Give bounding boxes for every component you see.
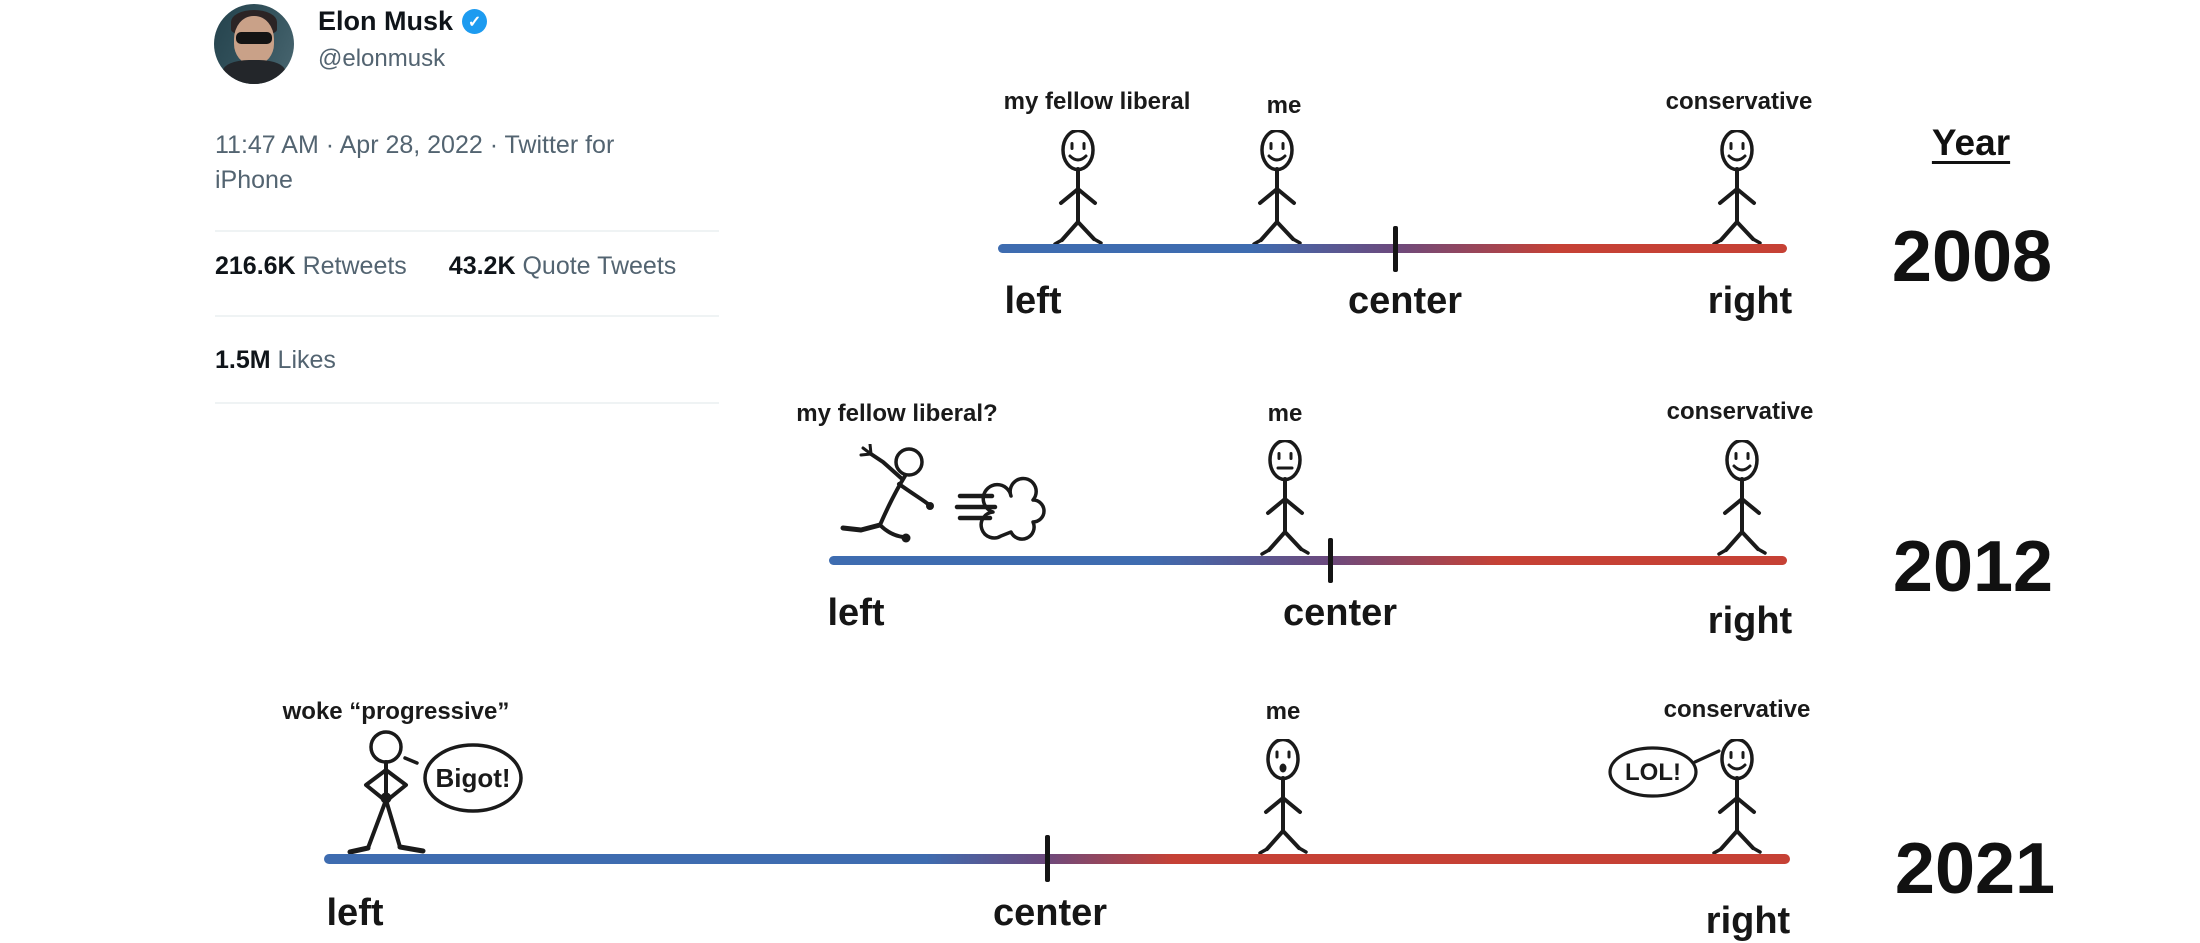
divider xyxy=(215,315,719,317)
year-2021: 2021 xyxy=(1894,829,2056,909)
left-label-2012: left xyxy=(827,592,885,634)
caption-me-2008: me xyxy=(1266,92,1302,119)
stick-figure-running-liberal-2012 xyxy=(840,444,1046,543)
right-label-2008: right xyxy=(1707,280,1793,322)
svg-text:Bigot!: Bigot! xyxy=(435,763,510,793)
divider xyxy=(215,402,719,404)
stick-figure-me-2008 xyxy=(1252,130,1302,246)
avatar[interactable] xyxy=(214,4,294,84)
author-name[interactable]: Elon Musk xyxy=(318,6,488,37)
caption-me-2021: me xyxy=(1265,698,1301,725)
caption-me-2012: me xyxy=(1267,400,1303,427)
stick-figure-me-2012 xyxy=(1260,440,1310,556)
likes-stats: 1.5M Likes xyxy=(215,346,336,375)
tweet-panel: Elon Musk @elonmusk 11:47 AM · Apr 28, 2… xyxy=(214,0,720,420)
caption-fellow-liberal-2012: my fellow liberal? xyxy=(796,400,998,427)
center-label-2012: center xyxy=(1282,592,1398,634)
left-label-2021: left xyxy=(326,892,384,934)
speech-bubble-lol: LOL! xyxy=(1608,746,1721,798)
stick-figure-me-2021 xyxy=(1258,739,1308,855)
caption-conservative-2012: conservative xyxy=(1666,398,1814,425)
verified-badge-icon xyxy=(461,8,488,35)
caption-conservative-2021: conservative xyxy=(1663,696,1811,723)
tweet-timestamp: 11:47 AM · Apr 28, 2022 · Twitter for iP… xyxy=(215,131,615,194)
year-2012: 2012 xyxy=(1892,527,2054,607)
spectrum-line-2012 xyxy=(829,556,1787,565)
divider xyxy=(215,230,719,232)
speech-bubble-bigot: Bigot! xyxy=(423,743,523,813)
quote-tweets-link[interactable]: 43.2K Quote Tweets xyxy=(448,252,677,280)
caption-conservative-2008: conservative xyxy=(1665,88,1813,115)
sunglasses-icon xyxy=(236,32,272,44)
stick-figure-conservative-2012 xyxy=(1717,440,1767,556)
engagement-stats: 216.6K Retweets 43.2K Quote Tweets xyxy=(215,252,676,281)
center-label-2021: center xyxy=(992,892,1108,934)
caption-woke-progressive-2021: woke “progressive” xyxy=(282,698,510,725)
spectrum-line-2021 xyxy=(324,854,1790,864)
avatar-body xyxy=(223,60,285,84)
stick-figure-conservative-2008 xyxy=(1712,130,1762,246)
right-label-2021: right xyxy=(1705,900,1791,942)
center-tick-2012 xyxy=(1328,538,1333,583)
year-2008: 2008 xyxy=(1891,217,2053,297)
stick-figure-liberal-2008 xyxy=(1053,130,1103,246)
svg-text:LOL!: LOL! xyxy=(1625,759,1681,786)
stick-figure-woke-progressive-2021 xyxy=(347,730,426,855)
right-label-2012: right xyxy=(1707,600,1793,642)
dust-cloud-icon xyxy=(979,476,1046,541)
retweets-link[interactable]: 216.6K Retweets xyxy=(215,252,407,280)
center-label-2008: center xyxy=(1347,280,1463,322)
center-tick-2021 xyxy=(1045,835,1050,882)
spectrum-line-2008 xyxy=(998,244,1787,253)
likes-link[interactable]: 1.5M Likes xyxy=(215,346,336,374)
caption-fellow-liberal-2008: my fellow liberal xyxy=(1003,88,1191,115)
author-handle[interactable]: @elonmusk xyxy=(318,45,446,72)
author-name-text: Elon Musk xyxy=(318,6,454,36)
center-tick-2008 xyxy=(1393,226,1398,272)
year-column-header: Year xyxy=(1931,122,2011,163)
left-label-2008: left xyxy=(1004,280,1062,322)
